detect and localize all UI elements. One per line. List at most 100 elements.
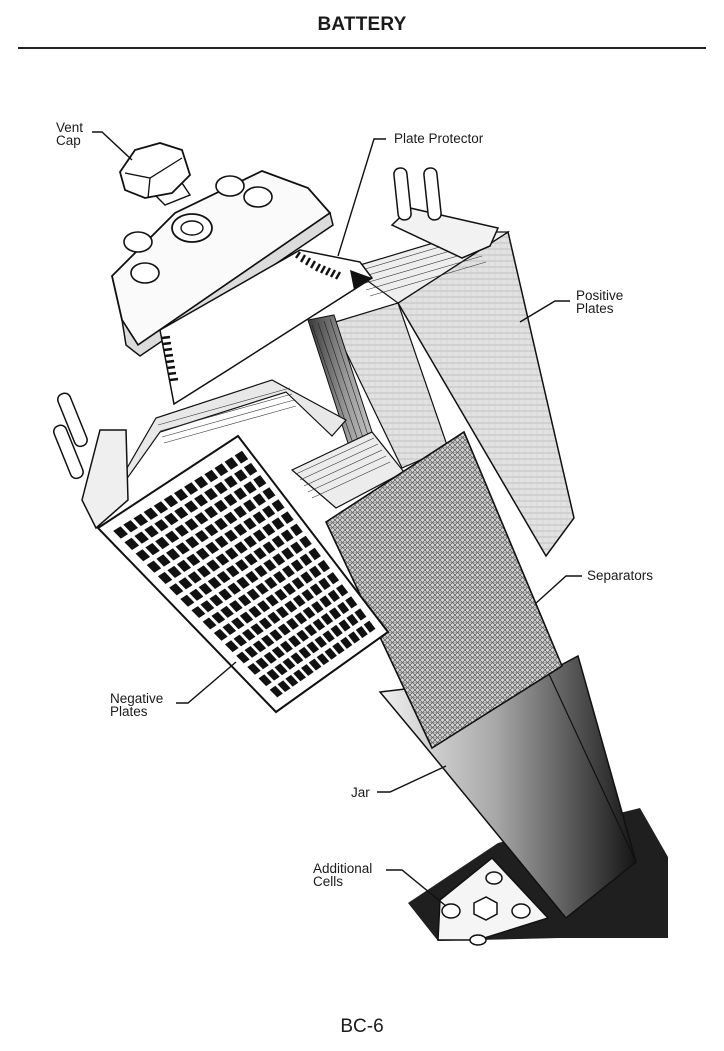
- grid-cell: [271, 499, 285, 512]
- grid-cell: [176, 559, 191, 572]
- grid-cell: [146, 560, 162, 573]
- grid-cell: [194, 512, 209, 525]
- cell-cover: [111, 170, 334, 357]
- grid-cell: [337, 601, 350, 615]
- grid-cell: [156, 554, 171, 567]
- grid-cell: [332, 642, 345, 655]
- grid-cell: [227, 582, 241, 595]
- label-separators: Separators: [587, 568, 654, 583]
- grid-cell: [189, 588, 204, 601]
- grid-cell: [184, 518, 199, 531]
- grid-cell: [206, 559, 221, 572]
- grid-cell: [185, 536, 200, 549]
- grid-cell: [258, 674, 272, 687]
- grid-cell: [290, 523, 303, 537]
- grid-cell: [269, 629, 283, 642]
- title-rule: [18, 47, 706, 49]
- grid-cell: [223, 493, 238, 507]
- grid-cell: [239, 611, 254, 624]
- grid-cell: [338, 619, 351, 632]
- grid-cell: [317, 559, 330, 573]
- grid-cell: [194, 530, 209, 543]
- grid-cell: [204, 523, 219, 537]
- grid-cell: [288, 635, 301, 648]
- grid-cell: [306, 641, 320, 654]
- leader-negative-plates: [176, 661, 237, 704]
- grid-cell: [272, 553, 286, 566]
- leader-vent-cap: [92, 131, 133, 161]
- grid-cell: [299, 535, 312, 549]
- grid-cell: [250, 623, 264, 636]
- grid-cell: [245, 570, 259, 584]
- grid-cell: [274, 588, 288, 601]
- grid-cell: [174, 488, 189, 502]
- grid-cell: [312, 618, 326, 631]
- grid-cell: [255, 657, 269, 670]
- grid-cell: [229, 600, 243, 613]
- grid-cell: [324, 647, 337, 660]
- grid-cell: [214, 517, 228, 531]
- grid-cell: [123, 520, 138, 533]
- grid-cell: [292, 594, 306, 607]
- grid-cell: [243, 517, 257, 530]
- grid-cell: [248, 605, 262, 618]
- grid-cell: [213, 628, 228, 641]
- grid-cell: [236, 651, 250, 664]
- label-negative-plates: Negative Plates: [110, 692, 163, 719]
- grid-cell: [163, 494, 179, 508]
- label-plate-protector: Plate Protector: [394, 131, 484, 146]
- grid-cell: [174, 506, 189, 519]
- grid-cell: [204, 469, 219, 483]
- leader-lines: [92, 131, 582, 907]
- grid-cell: [180, 594, 195, 607]
- grid-cell: [252, 493, 266, 506]
- grid-cell: [355, 626, 368, 639]
- grid-cell: [291, 577, 305, 590]
- grid-cell: [255, 582, 269, 595]
- grid-cell: [252, 511, 266, 524]
- grid-cell: [242, 628, 256, 641]
- grid-cell: [265, 594, 279, 607]
- page-number: BC-6: [340, 1016, 384, 1037]
- grid-cell: [214, 463, 229, 477]
- grid-cell: [175, 542, 190, 555]
- grid-cell: [178, 577, 193, 590]
- grid-cell: [257, 600, 271, 613]
- grid-cell: [211, 611, 226, 624]
- grid-cell: [280, 640, 293, 653]
- grid-cell: [280, 529, 294, 542]
- grid-cell: [261, 634, 275, 647]
- leader-positive-plates: [519, 300, 570, 323]
- grid-cell: [290, 652, 304, 665]
- grid-cell: [284, 600, 298, 613]
- grid-cell: [166, 548, 181, 561]
- grid-cell: [144, 525, 159, 538]
- grid-cell: [233, 523, 248, 536]
- grid-cell: [262, 505, 276, 518]
- grid-cell: [233, 487, 247, 500]
- grid-cell: [263, 559, 277, 572]
- grid-cell: [143, 507, 159, 520]
- grid-cell: [243, 499, 257, 512]
- grid-cell: [233, 634, 247, 647]
- grid-cell: [314, 635, 327, 648]
- grid-cell: [294, 612, 308, 625]
- grid-cell: [290, 541, 303, 554]
- grid-cell: [184, 500, 199, 513]
- grid-cell: [299, 553, 313, 566]
- grid-cell: [252, 640, 267, 653]
- plate-protector: [159, 249, 374, 406]
- grid-cell: [134, 531, 149, 544]
- grid-cell: [308, 658, 322, 671]
- grid-cell: [244, 646, 258, 658]
- grid-cell: [246, 588, 260, 601]
- label-positive-plates-line1: Positive: [576, 288, 624, 303]
- grid-cell: [207, 576, 222, 589]
- grid-cell: [328, 607, 342, 620]
- label-vent-cap-line2: Cap: [56, 133, 81, 148]
- grid-cell: [191, 606, 206, 618]
- grid-cell: [231, 617, 245, 630]
- grid-cell: [273, 571, 287, 584]
- grid-cell: [225, 640, 239, 653]
- grid-cell: [330, 624, 343, 637]
